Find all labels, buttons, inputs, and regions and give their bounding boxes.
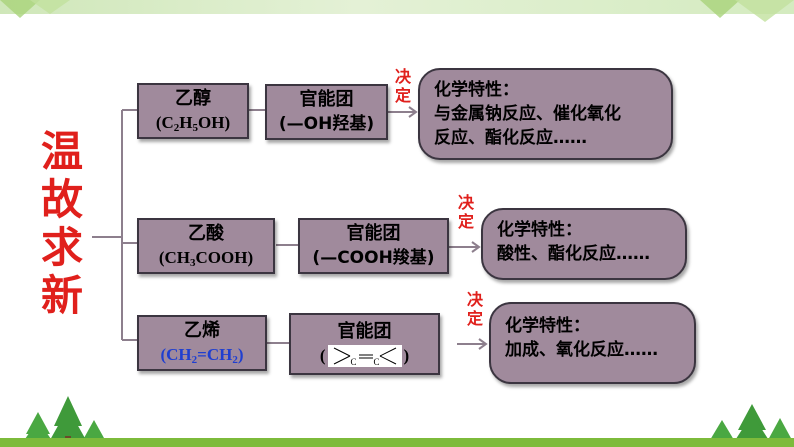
top-right-leaf-icon — [700, 0, 794, 22]
compound-formula: (CH3COOH) — [158, 248, 254, 269]
decide-label: 决定 — [457, 193, 474, 231]
properties-title: 化学特性： — [497, 220, 582, 240]
tree-cluster-left-icon — [23, 396, 104, 442]
group-title: 官能团 — [337, 321, 392, 342]
functional-group-box-double-bond: 官能团 ( C C ) — [289, 313, 440, 375]
group-description: (—COOH羧基) — [312, 248, 435, 268]
compound-box-ethanol: 乙醇 (C2H5OH) — [137, 83, 249, 139]
properties-line: 酸性、酯化反应…… — [497, 244, 650, 264]
group-description: (—OH羟基) — [278, 114, 375, 134]
decide-label: 决定 — [394, 67, 411, 105]
title-char: 温 — [40, 127, 83, 176]
properties-line: 反应、酯化反应…… — [434, 128, 587, 148]
connector-lines — [247, 109, 298, 344]
compound-formula: (C2H5OH) — [155, 113, 231, 134]
arrow-lines — [387, 106, 488, 350]
group-structure: ( C C ) — [319, 345, 410, 367]
compound-name: 乙醇 — [175, 88, 211, 109]
properties-box-ethanol: 化学特性： 与金属钠反应、催化氧化 反应、酯化反应…… — [418, 68, 673, 160]
properties-box-acetic-acid: 化学特性： 酸性、酯化反应…… — [481, 208, 687, 280]
section-title: 温 故 求 新 — [40, 128, 84, 320]
properties-line: 与金属钠反应、催化氧化 — [434, 104, 621, 124]
title-char: 新 — [40, 271, 83, 320]
group-title: 官能团 — [346, 223, 401, 244]
top-decoration-band — [0, 0, 794, 14]
properties-title: 化学特性： — [434, 80, 519, 100]
compound-name: 乙烯 — [184, 320, 220, 341]
bracket-lines — [92, 109, 137, 341]
decide-label: 决定 — [466, 290, 483, 328]
bottom-decoration-band — [0, 438, 794, 447]
properties-title: 化学特性： — [505, 316, 590, 336]
functional-group-box-carboxyl: 官能团 (—COOH羧基) — [298, 218, 449, 274]
title-char: 故 — [40, 175, 83, 224]
top-left-leaf-icon — [0, 0, 70, 18]
functional-group-box-hydroxyl: 官能团 (—OH羟基) — [265, 84, 388, 140]
properties-box-ethylene: 化学特性： 加成、氧化反应…… — [489, 302, 696, 384]
double-bond-structure-icon: C C — [327, 345, 402, 367]
compound-box-acetic-acid: 乙酸 (CH3COOH) — [137, 218, 275, 274]
compound-formula: (CH2=CH2) — [160, 345, 244, 366]
properties-line: 加成、氧化反应…… — [505, 340, 658, 360]
group-title: 官能团 — [299, 89, 354, 110]
title-char: 求 — [40, 223, 83, 272]
compound-name: 乙酸 — [188, 223, 224, 244]
compound-box-ethylene: 乙烯 (CH2=CH2) — [137, 315, 267, 371]
tree-cluster-right-icon — [710, 404, 792, 442]
